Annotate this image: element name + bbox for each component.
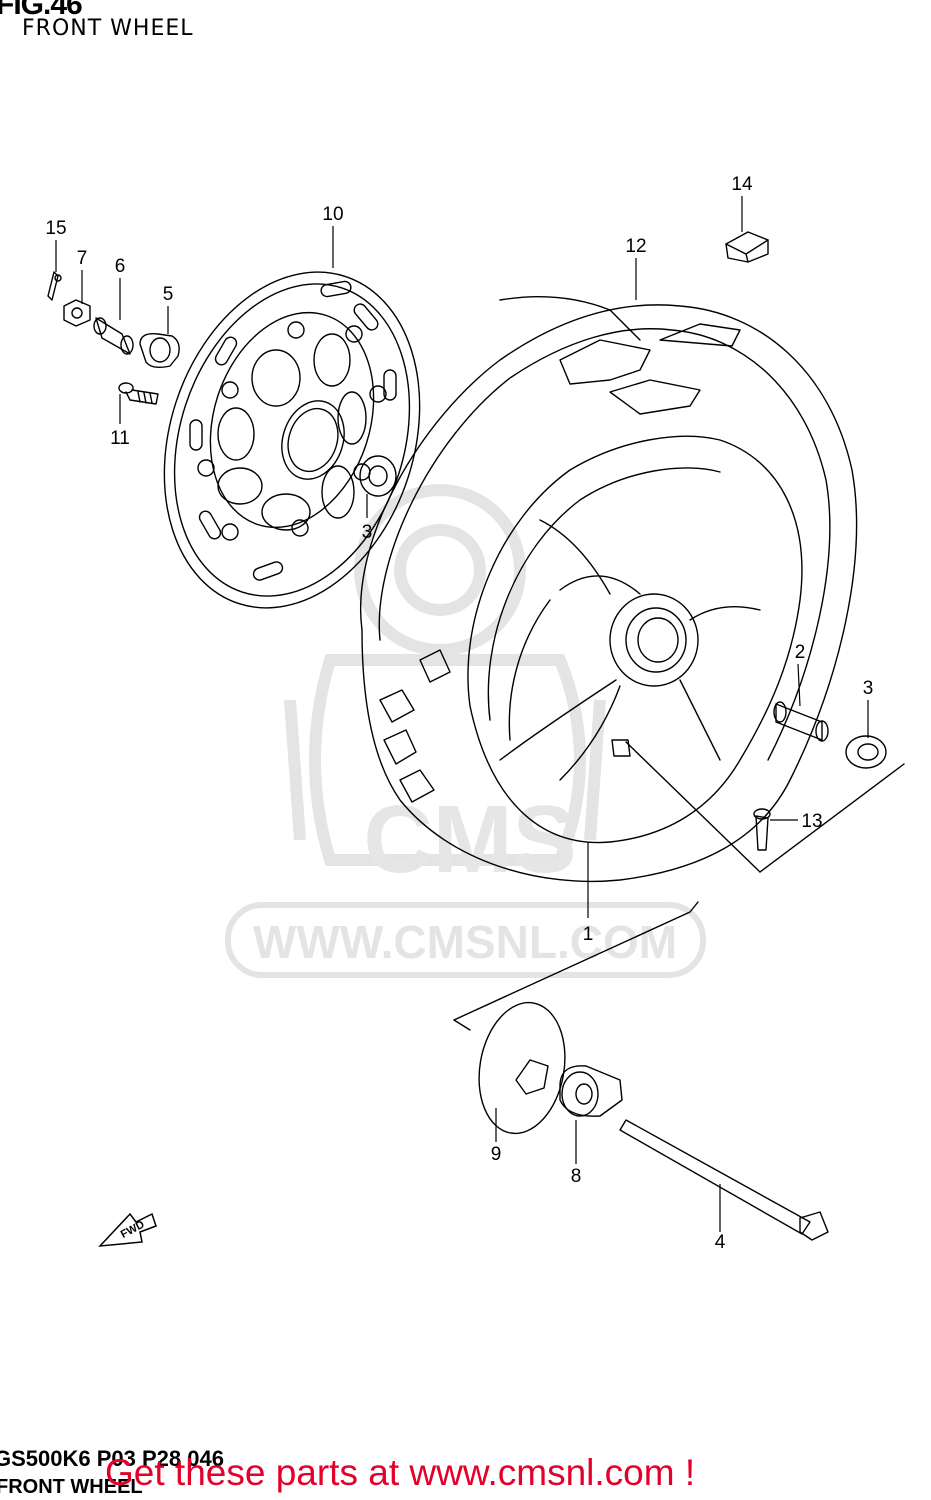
drive-plate bbox=[478, 1001, 566, 1135]
part-label-12: 12 bbox=[625, 236, 646, 257]
assembly-outline bbox=[453, 741, 905, 1031]
watermark-banner bbox=[225, 902, 706, 978]
cotter-pin bbox=[47, 271, 62, 301]
figure-title: FRONT WHEEL bbox=[22, 16, 194, 41]
disc-bolt bbox=[118, 382, 159, 405]
watermark-logo-text: CMS bbox=[363, 786, 576, 893]
speedometer-gearbox bbox=[559, 1065, 623, 1117]
castle-nut bbox=[63, 299, 91, 327]
part-label-4: 4 bbox=[715, 1232, 726, 1253]
figure-number: FIG.46 bbox=[0, 0, 83, 21]
tire bbox=[360, 295, 858, 883]
watermark-url: WWW.CMSNL.COM bbox=[253, 916, 677, 968]
collar bbox=[93, 317, 134, 355]
tire-valve bbox=[753, 808, 771, 851]
part-label-2: 2 bbox=[795, 642, 806, 663]
leader-lines bbox=[55, 196, 869, 1232]
balancer-weight bbox=[725, 231, 769, 263]
forward-arrow: FWD bbox=[98, 1212, 157, 1247]
front-axle bbox=[619, 1119, 829, 1241]
part-label-8: 8 bbox=[571, 1166, 582, 1187]
part-label-3a: 3 bbox=[362, 522, 373, 543]
part-label-3b: 3 bbox=[863, 678, 874, 699]
part-label-14: 14 bbox=[731, 174, 753, 195]
wheel-bearing-right bbox=[845, 735, 887, 769]
part-label-15: 15 bbox=[45, 218, 66, 239]
brake-disc bbox=[163, 271, 421, 609]
model-code: GS500K6 P03 P28 046 bbox=[0, 1446, 224, 1471]
part-label-5: 5 bbox=[163, 284, 174, 305]
part-label-10: 10 bbox=[322, 204, 343, 225]
part-label-11: 11 bbox=[110, 428, 130, 449]
part-label-7: 7 bbox=[77, 248, 88, 269]
footer-figure-name: FRONT WHEEL bbox=[0, 1476, 143, 1498]
part-label-1: 1 bbox=[583, 924, 594, 945]
part-label-13: 13 bbox=[801, 811, 822, 832]
watermark: CMS WWW.CMSNL.COM bbox=[225, 484, 706, 978]
wheel-hub bbox=[499, 519, 761, 781]
part-labels: 1 2 3 3 4 5 6 7 8 9 10 11 12 13 14 15 bbox=[45, 174, 873, 1253]
hub-spacer bbox=[773, 701, 829, 742]
wheel-bearing-left bbox=[359, 455, 397, 497]
spacer-nut bbox=[139, 333, 180, 369]
part-label-9: 9 bbox=[491, 1144, 502, 1165]
promo-link[interactable]: Get these parts at www.cmsnl.com ! bbox=[105, 1452, 696, 1493]
part-label-6: 6 bbox=[115, 256, 126, 277]
